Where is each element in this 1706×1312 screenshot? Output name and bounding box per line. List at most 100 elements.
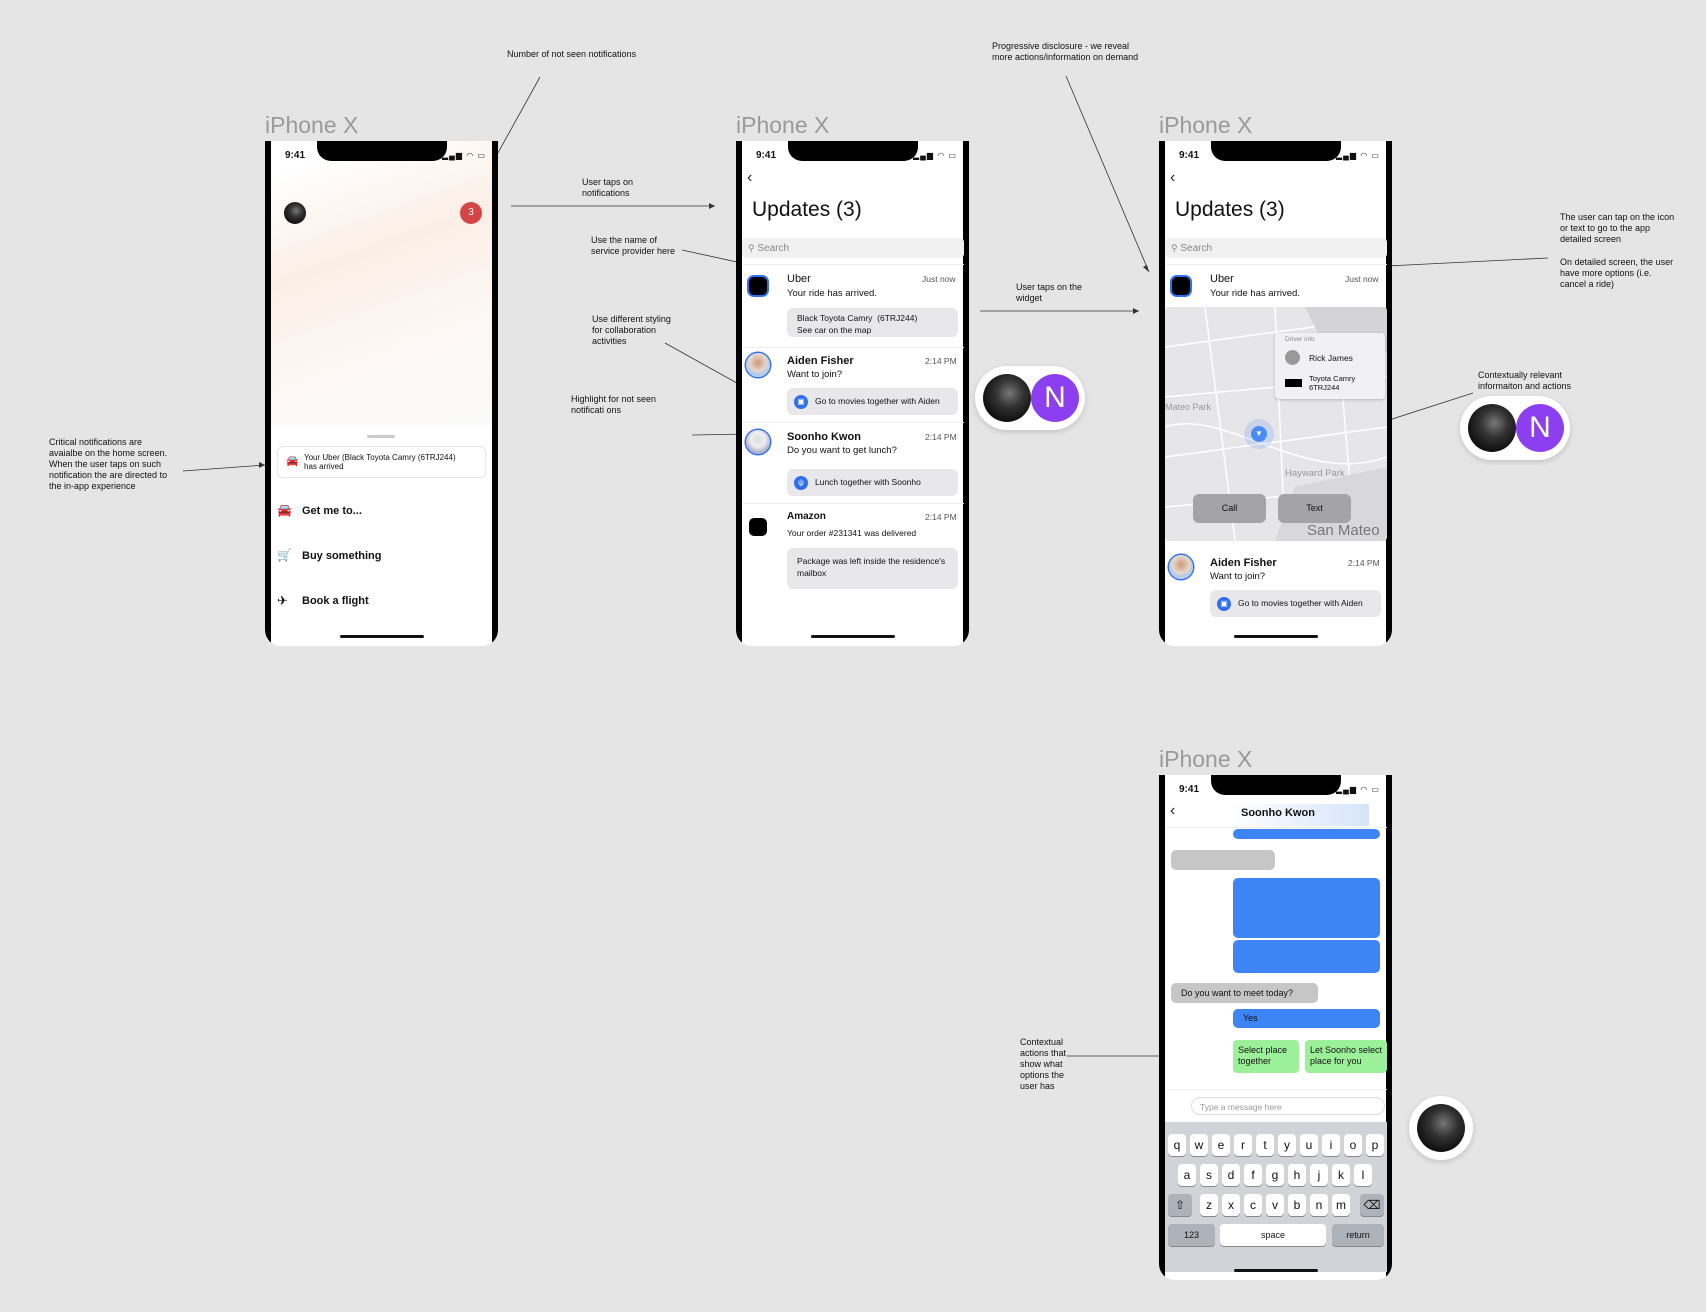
profile-avatar[interactable] — [284, 202, 306, 224]
notification-time: 2:14 PM — [925, 356, 957, 366]
notification-time: 2:14 PM — [925, 512, 957, 522]
key-g[interactable]: g — [1266, 1164, 1284, 1186]
key-j[interactable]: j — [1310, 1164, 1328, 1186]
search-icon: ⚲ — [748, 243, 755, 253]
key-o[interactable]: o — [1344, 1134, 1362, 1156]
key-e[interactable]: e — [1212, 1134, 1230, 1156]
notch — [1211, 141, 1341, 161]
sheet-handle[interactable] — [367, 435, 395, 438]
search-placeholder: Search — [757, 243, 790, 254]
key-u[interactable]: u — [1300, 1134, 1318, 1156]
car-model: Toyota Camry 6TRJ244 — [1309, 374, 1356, 392]
text-button[interactable]: Text — [1278, 494, 1351, 523]
notification-sender[interactable]: Aiden Fisher — [1210, 557, 1277, 569]
call-button[interactable]: Call — [1193, 494, 1266, 523]
notification-sender[interactable]: Uber — [1210, 273, 1234, 285]
critical-notification[interactable]: 🚘 Your Uber (Black Toyota Camry (6TRJ244… — [277, 446, 486, 478]
action-get-me-to[interactable]: 🚘 Get me to... — [277, 501, 486, 523]
key-r[interactable]: r — [1234, 1134, 1252, 1156]
key-s[interactable]: s — [1200, 1164, 1218, 1186]
key-d[interactable]: d — [1222, 1164, 1240, 1186]
key-m[interactable]: m — [1332, 1194, 1350, 1216]
action-label: Book a flight — [302, 595, 369, 607]
annotation-tap-icon: The user can tap on the icon or text to … — [1560, 212, 1675, 244]
aiden-avatar[interactable] — [1169, 555, 1193, 579]
back-chevron-icon[interactable]: ‹ — [1170, 802, 1176, 819]
notch — [1211, 775, 1341, 795]
notification-sender[interactable]: Amazon — [787, 511, 826, 522]
ride-info-chip[interactable]: Black Toyota Camry (6TRJ244) See car on … — [787, 308, 958, 337]
return-key[interactable]: return — [1332, 1224, 1384, 1246]
user-avatar — [983, 374, 1031, 422]
key-n[interactable]: n — [1310, 1194, 1328, 1216]
uber-app-icon[interactable] — [1172, 277, 1190, 295]
action-buy-something[interactable]: 🛒 Buy something — [277, 546, 486, 568]
cart-icon: 🛒 — [277, 548, 292, 562]
key-f[interactable]: f — [1244, 1164, 1262, 1186]
home-indicator — [340, 635, 424, 638]
movies-action-button[interactable]: ▣ Go to movies together with Aiden — [1210, 590, 1381, 617]
assistant-widget[interactable] — [1409, 1096, 1473, 1160]
status-time: 9:41 — [1179, 150, 1200, 161]
driver-info-card[interactable]: Driver info Rick James Toyota Camry 6TRJ… — [1275, 333, 1385, 399]
numbers-key[interactable]: 123 — [1168, 1224, 1215, 1246]
key-q[interactable]: q — [1168, 1134, 1186, 1156]
shift-key[interactable]: ⇧ — [1168, 1194, 1192, 1216]
assistant-widget[interactable]: N — [1460, 396, 1570, 460]
delete-key[interactable]: ⌫ — [1360, 1194, 1384, 1216]
key-h[interactable]: h — [1288, 1164, 1306, 1186]
notification-sender[interactable]: Soonho Kwon — [787, 431, 861, 443]
notch — [317, 141, 447, 161]
key-l[interactable]: l — [1354, 1164, 1372, 1186]
package-info-chip[interactable]: Package was left inside the residence's … — [787, 548, 958, 589]
search-input[interactable]: ⚲ Search — [1165, 238, 1387, 258]
key-k[interactable]: k — [1332, 1164, 1350, 1186]
lunch-action-button[interactable]: ψ Lunch together with Soonho — [787, 469, 958, 496]
aiden-avatar[interactable] — [746, 353, 770, 377]
movies-action-button[interactable]: ▣ Go to movies together with Aiden — [787, 388, 958, 415]
back-chevron-icon[interactable]: ‹ — [747, 169, 753, 186]
message-input[interactable]: Type a message here — [1191, 1097, 1385, 1115]
key-c[interactable]: c — [1244, 1194, 1262, 1216]
fork-knife-icon: ψ — [794, 476, 808, 490]
key-a[interactable]: a — [1178, 1164, 1196, 1186]
search-input[interactable]: ⚲ Search — [742, 238, 964, 258]
assistant-widget[interactable]: N — [975, 366, 1085, 430]
notification-sender[interactable]: Uber — [787, 273, 811, 285]
space-key[interactable]: space — [1220, 1224, 1326, 1246]
back-chevron-icon[interactable]: ‹ — [1170, 169, 1176, 186]
uber-app-icon[interactable] — [749, 277, 767, 295]
outgoing-bubble — [1233, 940, 1380, 973]
key-x[interactable]: x — [1222, 1194, 1240, 1216]
key-b[interactable]: b — [1288, 1194, 1306, 1216]
action-book-flight[interactable]: ✈ Book a flight — [277, 591, 486, 613]
suggestion-select-together[interactable]: Select place together — [1233, 1040, 1299, 1073]
key-z[interactable]: z — [1200, 1194, 1218, 1216]
action-label: Get me to... — [302, 505, 362, 517]
key-p[interactable]: p — [1366, 1134, 1384, 1156]
key-y[interactable]: y — [1278, 1134, 1296, 1156]
search-placeholder: Search — [1180, 243, 1213, 254]
chat-contact-name[interactable]: Soonho Kwon — [1241, 807, 1315, 819]
key-v[interactable]: v — [1266, 1194, 1284, 1216]
map-label: Mateo Park — [1165, 402, 1212, 412]
annotation-contextual-actions: Contextual actions that show what option… — [1020, 1037, 1067, 1091]
suggestion-soonho-selects[interactable]: Let Soonho select place for you — [1305, 1040, 1387, 1073]
notification-badge[interactable]: 3 — [460, 202, 482, 224]
soonho-avatar[interactable] — [746, 430, 770, 454]
outgoing-bubble — [1233, 829, 1380, 839]
key-w[interactable]: w — [1190, 1134, 1208, 1156]
amazon-app-icon[interactable] — [749, 518, 767, 536]
key-t[interactable]: t — [1256, 1134, 1274, 1156]
critical-notification-text: Your Uber (Black Toyota Camry (6TRJ244) … — [304, 453, 456, 471]
notification-message: Do you want to get lunch? — [787, 445, 897, 456]
ride-map[interactable]: Mateo Park Hayward Park San Mateo ▼ Driv… — [1165, 307, 1387, 541]
status-icons: ▂▄▆ ◠ ▭ — [1336, 151, 1380, 160]
notification-sender[interactable]: Aiden Fisher — [787, 355, 854, 367]
home-indicator — [1234, 1269, 1318, 1272]
notification-time: Just now — [1345, 274, 1379, 284]
detail-screen: 9:41 ▂▄▆ ◠ ▭ ‹ Updates (3) ⚲ Search Uber… — [1159, 141, 1392, 646]
key-i[interactable]: i — [1322, 1134, 1340, 1156]
assistant-avatar: N — [1516, 404, 1564, 452]
